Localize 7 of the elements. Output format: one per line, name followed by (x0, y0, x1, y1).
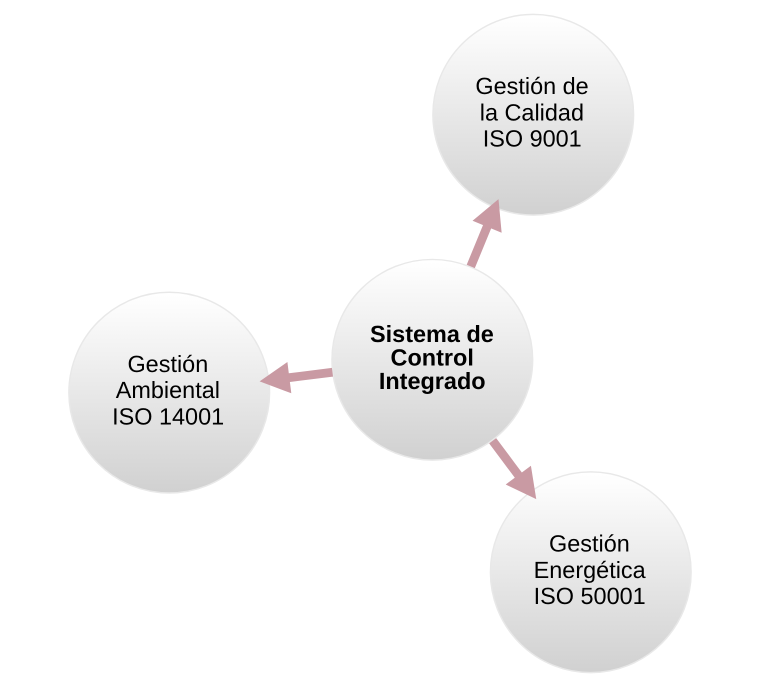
node-circle: Sistema de Control Integrado (331, 258, 534, 461)
arrow (466, 199, 502, 268)
node-circle: Gestión de la Calidad ISO 9001 (432, 14, 634, 216)
node-circle: Gestión Energética ISO 50001 (490, 471, 692, 674)
arrow (260, 362, 334, 394)
arrow (489, 438, 536, 500)
node-circle: Gestión Ambiental ISO 14001 (68, 292, 270, 494)
